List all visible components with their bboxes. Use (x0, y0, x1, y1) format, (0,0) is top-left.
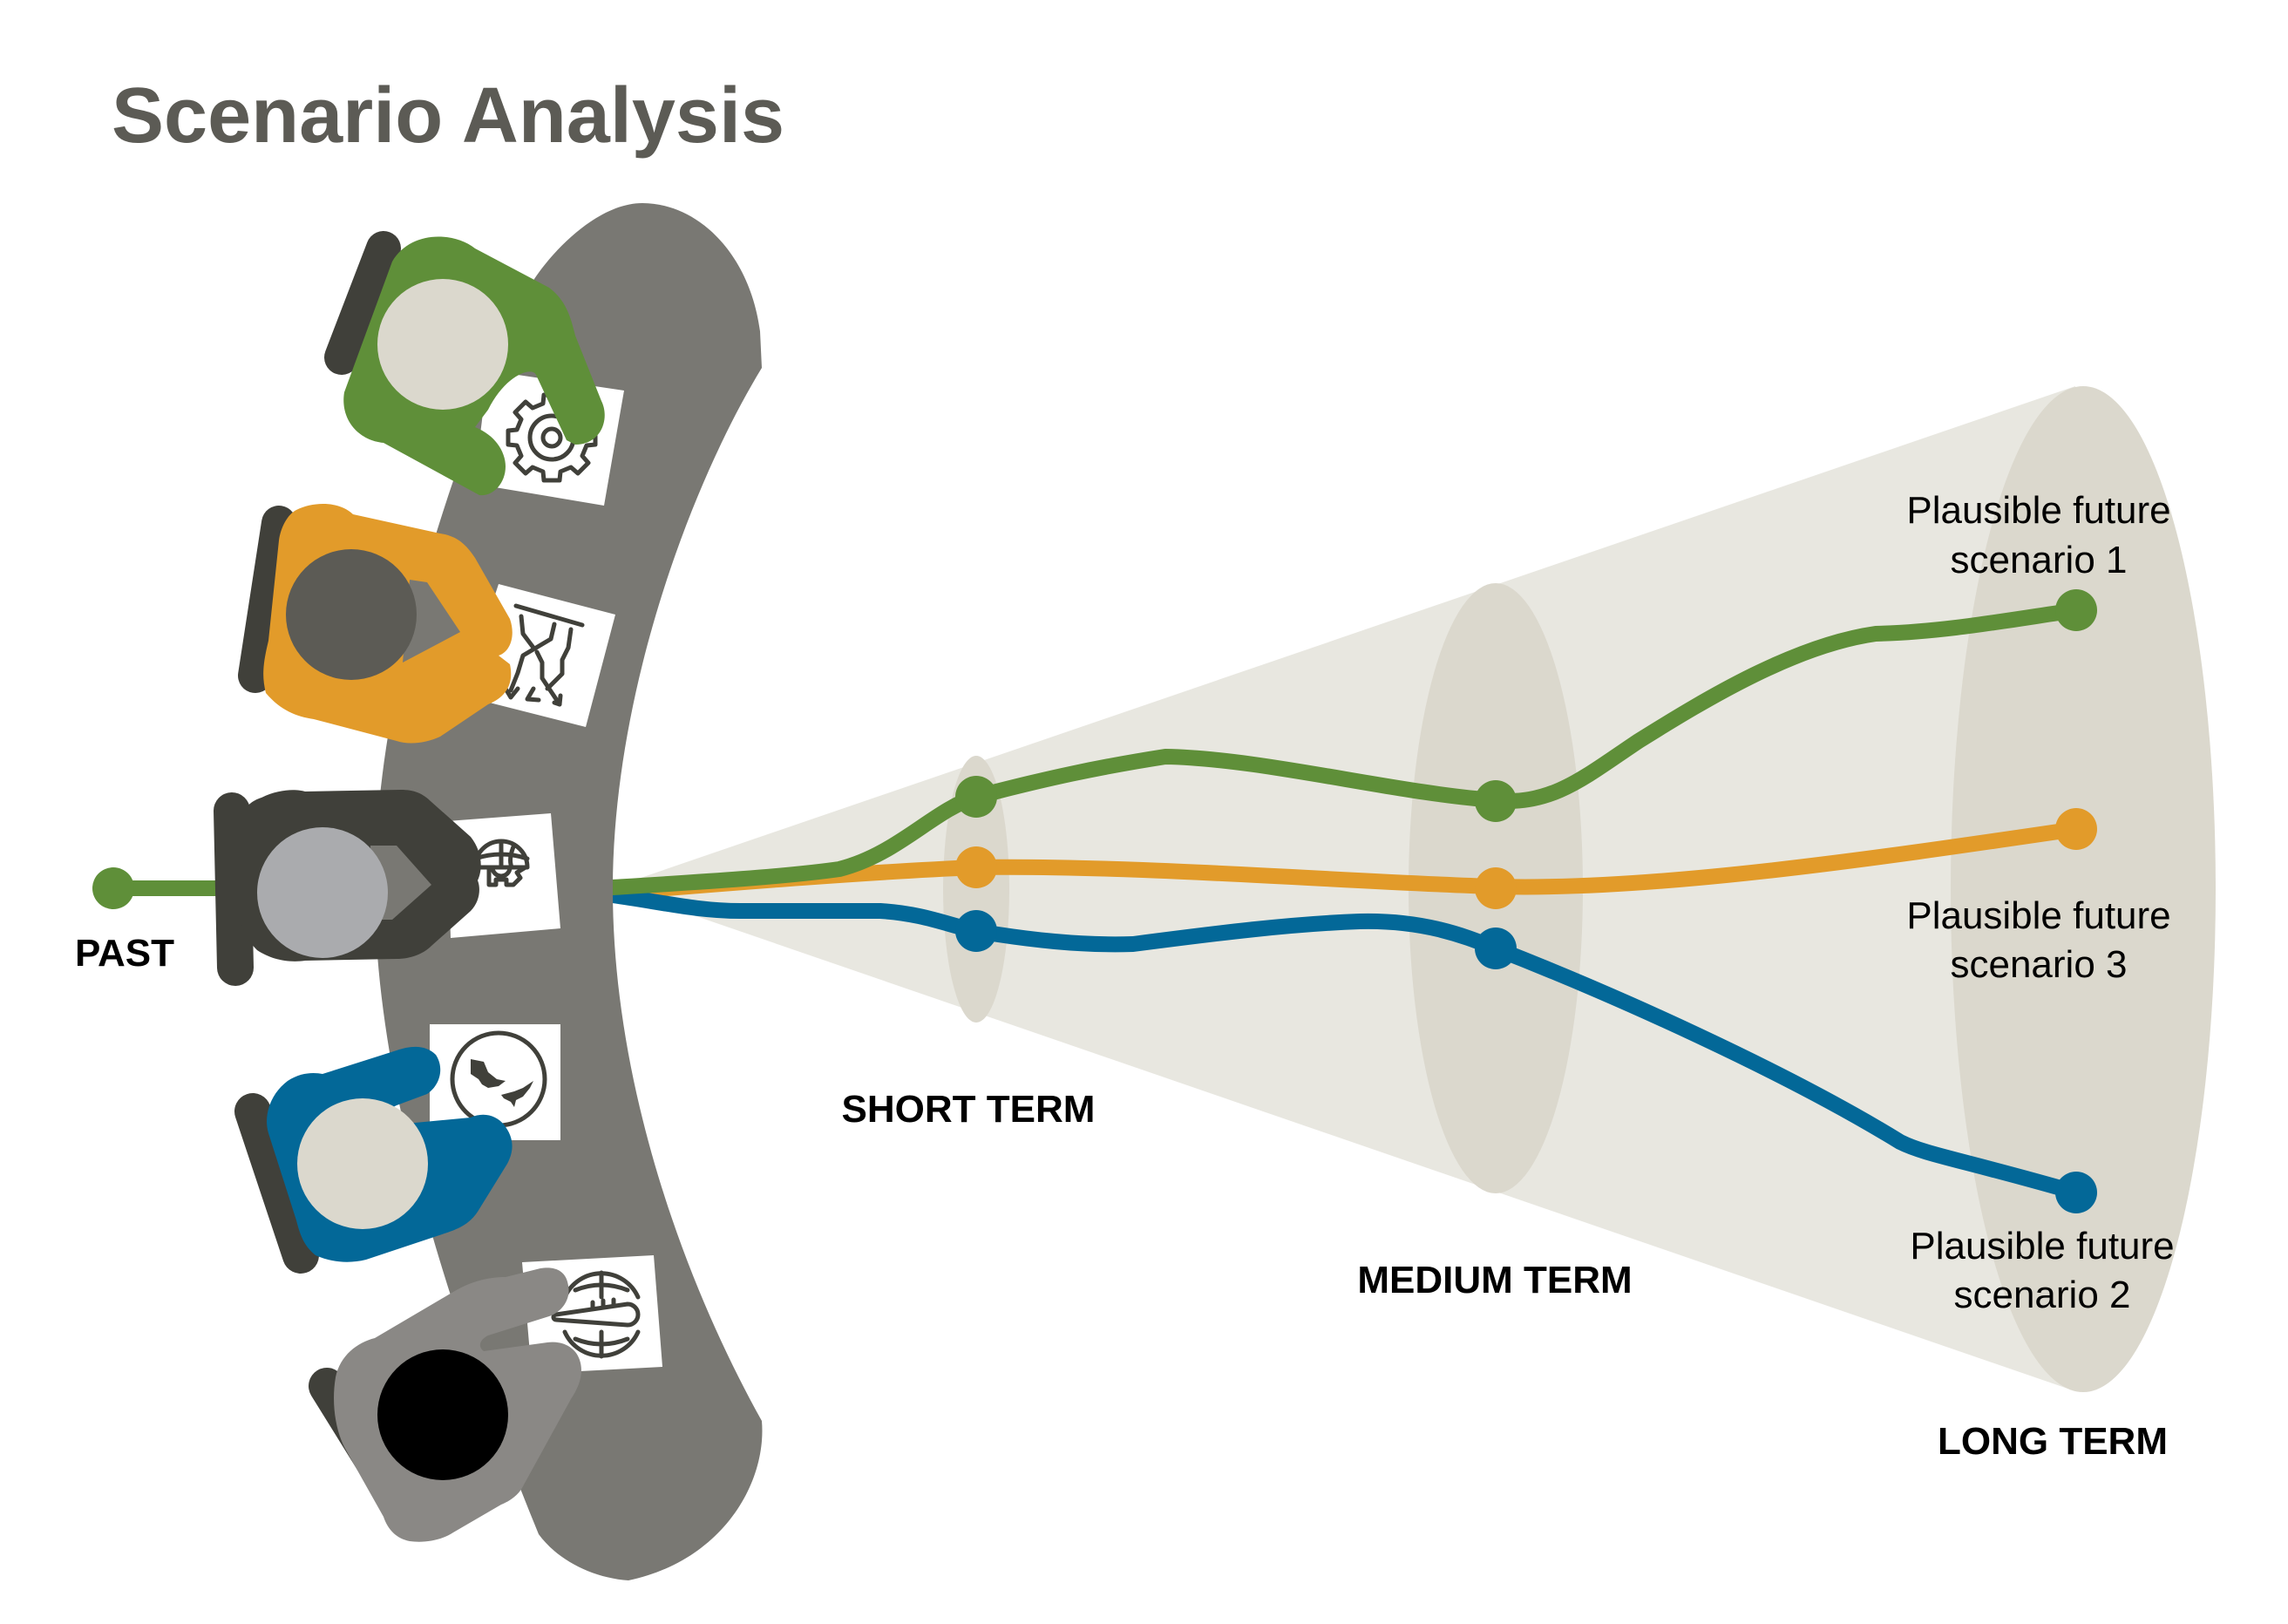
scenario-2-label: Plausible future scenario 2 (1910, 1225, 2174, 1316)
medium-term-dot-scenario-1 (1475, 780, 1517, 822)
table-gap (403, 580, 460, 663)
scenario-lines (105, 602, 2084, 1200)
branching-paths-icon (503, 603, 585, 707)
scenario-2-label-line1: Plausible future (1910, 1225, 2174, 1267)
chair (324, 231, 401, 375)
chair (214, 792, 254, 986)
long-term-label: LONG TERM (1938, 1420, 2168, 1463)
page-title: Scenario Analysis (112, 72, 784, 160)
past-dot (92, 867, 134, 909)
head (257, 827, 388, 958)
head (377, 279, 508, 410)
scenario-2-line (605, 887, 2084, 1200)
globe-thermometer-icon (551, 1270, 641, 1359)
chair (234, 1093, 319, 1274)
long-term-dot-scenario-3 (2055, 808, 2097, 850)
short-term-disc (943, 756, 1009, 1023)
island-shape (471, 1059, 506, 1088)
medium-term-label: MEDIUM TERM (1357, 1259, 1632, 1301)
chair (238, 506, 296, 693)
medium-term-dot-scenario-2 (1475, 928, 1517, 969)
map-globe-icon (450, 1030, 547, 1128)
scenario-1-line (605, 602, 2084, 895)
participant-dark (214, 790, 481, 986)
scenario-dots (92, 589, 2097, 1213)
scenario-1-label-line1: Plausible future (1906, 489, 2170, 532)
short-term-label: SHORT TERM (842, 1088, 1096, 1131)
long-term-dot-scenario-1 (2055, 589, 2097, 631)
head (286, 549, 417, 680)
head (377, 1349, 508, 1480)
medium-term-dot-scenario-3 (1475, 867, 1517, 909)
participant-orange (238, 504, 513, 744)
future-cone (613, 386, 2216, 1392)
scenario-3-label: Plausible future scenario 3 (1906, 894, 2170, 986)
participant-blue (234, 1046, 513, 1274)
scenario-3-label-line2: scenario 3 (1950, 943, 2127, 986)
short-term-dot-scenario-2 (955, 910, 997, 952)
long-term-dot-scenario-2 (2055, 1172, 2097, 1213)
scenario-1-label-line2: scenario 1 (1950, 539, 2127, 581)
long-term-disc (1951, 386, 2216, 1392)
participant-gray (309, 1267, 581, 1542)
island-shape (501, 1081, 533, 1107)
scenario-2-label-line2: scenario 2 (1953, 1274, 2130, 1316)
past-label: PAST (75, 932, 174, 975)
head (297, 1098, 428, 1229)
scenario-1-label: Plausible future scenario 1 (1906, 489, 2170, 581)
short-term-dot-scenario-3 (955, 846, 997, 888)
scenario-3-label-line1: Plausible future (1906, 894, 2170, 937)
short-term-dot-scenario-1 (955, 776, 997, 818)
table (375, 203, 763, 1580)
participant-green (324, 231, 605, 496)
cone-body (613, 386, 2075, 1391)
